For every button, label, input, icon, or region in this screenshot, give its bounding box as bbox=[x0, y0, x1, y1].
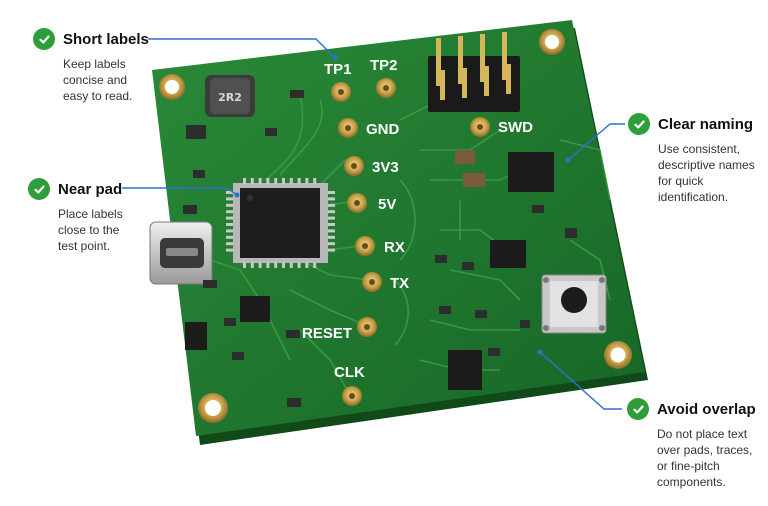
label-gnd: GND bbox=[366, 121, 400, 138]
test-point-pads bbox=[331, 78, 490, 406]
label-reset: RESET bbox=[302, 325, 352, 342]
mcu-pin bbox=[305, 262, 309, 268]
mcu-pin bbox=[313, 178, 317, 184]
mcu-pin bbox=[226, 210, 233, 214]
mcu-pin bbox=[328, 223, 335, 226]
mcu-pin bbox=[226, 197, 233, 201]
mcu-pin bbox=[328, 197, 335, 201]
mounting-holes bbox=[159, 29, 632, 423]
silkscreen-labels: TP1 TP2 GND 3V3 5V RX TX RESET CLK SWD bbox=[302, 57, 533, 381]
mcu-pin bbox=[250, 178, 254, 184]
mcu-pin bbox=[328, 248, 335, 252]
mcu-pin bbox=[226, 223, 233, 226]
mcu-pin bbox=[305, 178, 309, 184]
mcu-pin bbox=[297, 178, 301, 184]
leader-lines bbox=[122, 38, 625, 410]
callout-avoid-overlap: Avoid overlap Do not place text over pad… bbox=[627, 398, 756, 490]
inductor: 2R2 bbox=[205, 75, 255, 117]
mcu-pin bbox=[226, 235, 233, 239]
label-rx: RX bbox=[384, 239, 405, 256]
mcu-pin bbox=[328, 203, 335, 207]
label-clk: CLK bbox=[334, 364, 365, 381]
mcu-pin bbox=[226, 191, 233, 194]
small-ics bbox=[185, 152, 554, 390]
passive-components bbox=[183, 90, 577, 407]
mcu-pin bbox=[258, 262, 262, 268]
mcu-pin bbox=[328, 191, 335, 194]
mcu-pin bbox=[328, 229, 335, 233]
label-3v3: 3V3 bbox=[372, 159, 399, 176]
mcu-pin bbox=[282, 262, 285, 268]
label-5v: 5V bbox=[378, 196, 396, 213]
label-tx: TX bbox=[390, 275, 409, 292]
mcu-pin bbox=[243, 262, 246, 268]
mcu-pin bbox=[250, 262, 254, 268]
mcu-pin bbox=[243, 178, 246, 184]
mcu-pin bbox=[289, 178, 293, 184]
mcu-pin bbox=[226, 229, 233, 233]
label-swd: SWD bbox=[498, 119, 533, 136]
mcu-pin bbox=[328, 216, 335, 220]
callout-text: Keep labels concise and easy to read. bbox=[63, 57, 133, 103]
mcu-pin bbox=[274, 178, 278, 184]
check-circle-icon bbox=[28, 178, 50, 200]
mcu-pin bbox=[328, 242, 335, 246]
callout-title: Avoid overlap bbox=[657, 400, 756, 418]
leader-dots bbox=[234, 55, 571, 355]
mcu-chip bbox=[226, 178, 335, 268]
mcu-pin bbox=[266, 178, 270, 184]
usb-connector bbox=[149, 221, 213, 285]
check-circle-icon bbox=[627, 398, 649, 420]
label-tp1: TP1 bbox=[324, 61, 352, 78]
callout-title: Near pad bbox=[58, 180, 123, 198]
mcu-pin bbox=[328, 210, 335, 214]
pin-header bbox=[428, 32, 520, 112]
mcu-pin bbox=[274, 262, 278, 268]
callout-near-pad: Near pad Place labels close to the test … bbox=[28, 178, 123, 254]
mcu-pin bbox=[258, 178, 262, 184]
push-button bbox=[541, 274, 607, 334]
mcu-pin bbox=[328, 235, 335, 239]
mcu-pin bbox=[297, 262, 301, 268]
mcu-pin bbox=[282, 178, 285, 184]
callout-text: Do not place text over pads, traces, or … bbox=[657, 427, 753, 489]
mcu-pin bbox=[226, 216, 233, 220]
check-circle-icon bbox=[628, 113, 650, 135]
callout-text: Place labels close to the test point. bbox=[58, 207, 123, 253]
label-tp2: TP2 bbox=[370, 57, 398, 74]
mcu-pin bbox=[313, 262, 317, 268]
mcu-pin bbox=[289, 262, 293, 268]
callout-text: Use consistent, descriptive names for qu… bbox=[658, 142, 755, 204]
mcu-pin bbox=[226, 242, 233, 246]
mcu-pin bbox=[226, 248, 233, 252]
callout-title: Short labels bbox=[63, 30, 149, 48]
mcu-pin bbox=[226, 203, 233, 207]
callout-title: Clear naming bbox=[658, 115, 754, 133]
callout-clear-naming: Clear naming Use consistent, descriptive… bbox=[628, 113, 755, 205]
callout-short-labels: Short labels Keep labels concise and eas… bbox=[33, 28, 149, 104]
inductor-marking: 2R2 bbox=[218, 91, 242, 104]
traces bbox=[209, 94, 611, 396]
check-circle-icon bbox=[33, 28, 55, 50]
mcu-pin bbox=[266, 262, 270, 268]
